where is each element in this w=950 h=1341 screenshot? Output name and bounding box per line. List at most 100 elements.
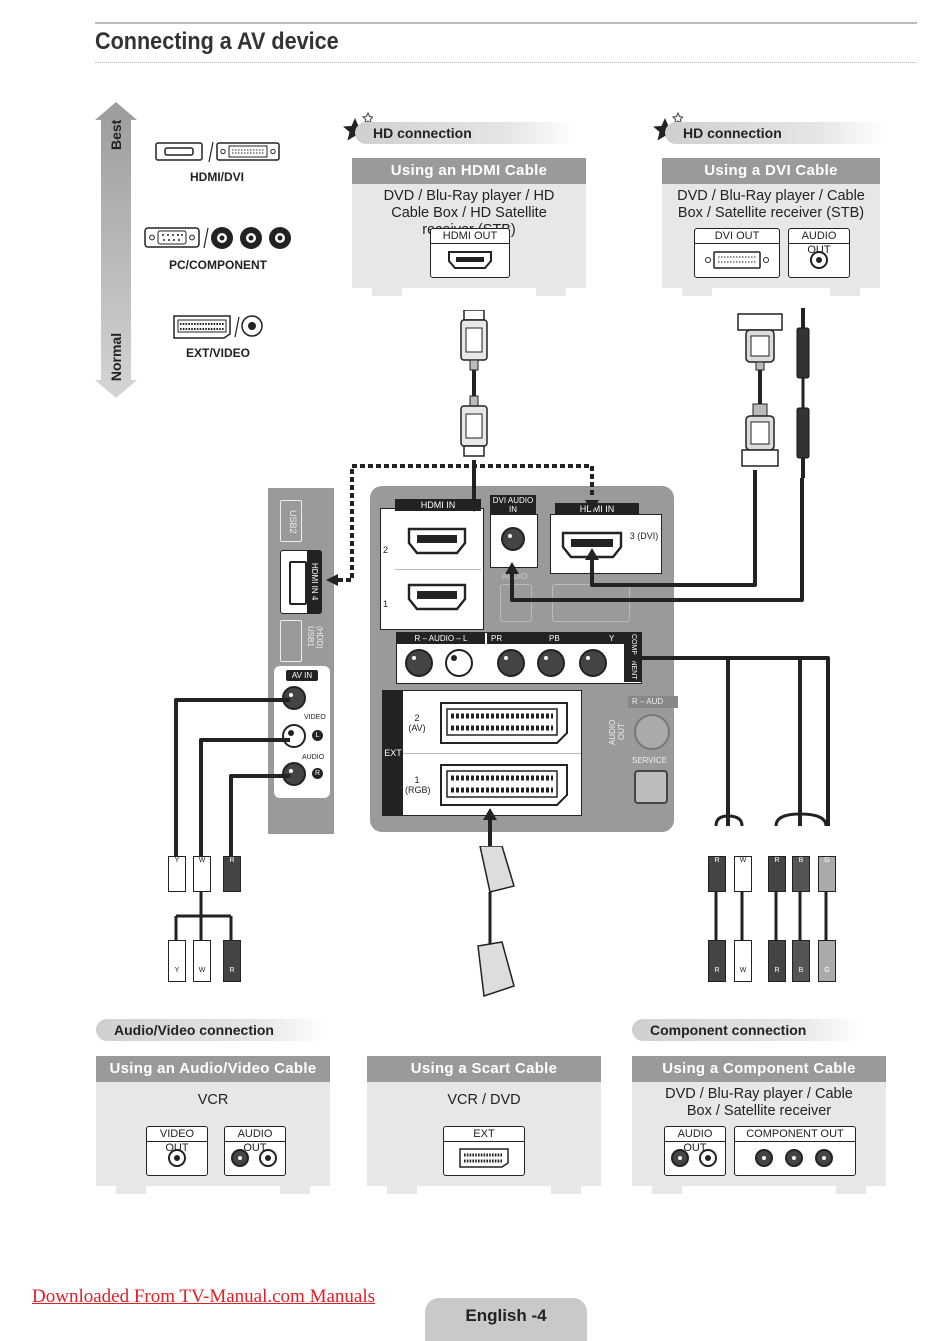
comp-y-jack [815, 1149, 833, 1167]
card-component-desc: DVD / Blu-Ray player / Cable Box / Satel… [665, 1086, 853, 1119]
page-title: Connecting a AV device [95, 28, 339, 55]
section-component: Component connection [632, 1019, 862, 1041]
comp-pr-jack [755, 1149, 773, 1167]
hdmi-in-right-label: HDMI IN [555, 503, 639, 515]
card-component: Using a Component Cable DVD / Blu-Ray pl… [632, 1056, 886, 1186]
video-out-label: VIDEO OUT [147, 1127, 207, 1154]
rca-plug-w: W [734, 856, 752, 892]
component-audio-block: R – AUDIO – L PR PB Y [396, 632, 642, 684]
card-scart-desc: VCR / DVD [447, 1092, 521, 1108]
hdmi3-label: 3 (DVI) [629, 531, 659, 541]
pr-label: PR [487, 633, 537, 644]
side-r-label: R [312, 768, 323, 779]
component-out-label: COMPONENT OUT [735, 1127, 855, 1142]
audio-lr-label: R – AUDIO – L [397, 633, 485, 644]
ext-video-icon [172, 312, 264, 345]
card-hdmi: Using an HDMI Cable DVD / Blu-Ray player… [352, 158, 586, 288]
card-av-desc: VCR [197, 1092, 229, 1108]
tv-rear-panel: HDMI IN 2 1 DVI AUDIO IN HDMI IN 3 (DVI)… [370, 486, 678, 832]
component-rca-plugs-bottom: R W R B G [706, 940, 846, 1000]
top-rule [95, 22, 917, 24]
rca-plug-r: R [768, 856, 786, 892]
card-hdmi-title: Using an HDMI Cable [352, 158, 586, 184]
av-in-block: AV IN VIDEO L AUDIO R [274, 666, 330, 798]
side-l-label: L [312, 730, 323, 741]
rca-plug-g: G [818, 856, 836, 892]
side-video-label: VIDEO [304, 714, 326, 721]
legend-ext-video-label: EXT/VIDEO [185, 346, 250, 360]
legend-pc-component-label: PC/COMPONENT [168, 258, 267, 272]
r-aud-label: R – AUD [628, 696, 678, 708]
hdmi3-port-icon [561, 531, 623, 559]
scart1-port-icon [440, 764, 568, 806]
ext2-label: 2 (AV) [408, 713, 426, 733]
usb1-port [280, 620, 302, 662]
pb-jack [537, 649, 565, 677]
section-hd-left: HD connection [355, 122, 575, 144]
hdmi1-port-icon [407, 583, 467, 611]
usb2-port [280, 500, 302, 542]
pr-jack [497, 649, 525, 677]
card-component-feet [652, 1186, 866, 1194]
rca-plug-r: R [708, 940, 726, 982]
card-dvi-desc: DVD / Blu-Ray player / Cable Box / Satel… [677, 188, 865, 221]
scart-block: EXT 2 (AV) 1 (RGB) [382, 690, 582, 816]
footer-download-link[interactable]: Downloaded From TV-Manual.com Manuals [32, 1286, 376, 1307]
video-out-jack [168, 1149, 186, 1167]
card-scart-title: Using a Scart Cable [367, 1056, 601, 1082]
hdmi-out-port: HDMI OUT [430, 228, 510, 278]
av-audio-out-label: AUDIO OUT [225, 1127, 285, 1154]
audio-r-in-jack [405, 649, 433, 677]
side-hdmi4-label: HDMI IN 4 [307, 551, 321, 613]
audio-mini-cable-icon [792, 308, 814, 483]
card-dvi: Using a DVI Cable DVD / Blu-Ray player /… [662, 158, 880, 288]
page-number-tab: English -4 [425, 1298, 587, 1341]
scart-cable-icon [460, 845, 524, 1011]
card-hdmi-feet [372, 288, 566, 296]
card-dvi-feet [682, 288, 860, 296]
card-scart-feet [387, 1186, 581, 1194]
ext-out-port: EXT [443, 1126, 525, 1176]
video-out-port: VIDEO OUT [146, 1126, 208, 1176]
rca-plug-w: W [734, 940, 752, 982]
rca-plug-w: W [193, 856, 211, 892]
section-hd-right: HD connection [665, 122, 885, 144]
title-underline [95, 62, 917, 63]
hdmi-dvi-icon [155, 140, 283, 169]
hdmi-in-2-1-block: HDMI IN 2 1 [380, 499, 484, 630]
audio-l-jack [282, 724, 306, 748]
dvi-out-port: DVI OUT [694, 228, 780, 278]
rca-plug-r: R [223, 940, 241, 982]
comp-pb-jack [785, 1149, 803, 1167]
comp-audio-r-jack [671, 1149, 689, 1167]
hdmi2-num: 2 [383, 545, 389, 555]
scart2-port-icon [440, 702, 568, 744]
dvi-audio-in-label: DVI AUDIO IN [490, 495, 536, 515]
rca-plug-r: R [708, 856, 726, 892]
dvi-cable-icon [736, 312, 786, 477]
rca-plug-r: R [223, 856, 241, 892]
card-av-feet [116, 1186, 310, 1194]
dvi-audio-in-jack [501, 527, 525, 551]
comp-audio-l-jack [699, 1149, 717, 1167]
ext-out-label: EXT [444, 1127, 524, 1142]
av-audio-out-port: AUDIO OUT [224, 1126, 286, 1176]
card-scart: Using a Scart Cable VCR / DVD EXT [367, 1056, 601, 1186]
component-rca-plugs-top: R W R B G [706, 856, 846, 896]
rca-plug-w: W [193, 940, 211, 982]
dvi-audio-out-port: AUDIO OUT [788, 228, 850, 278]
av-rca-plugs-top: Y W R [166, 856, 246, 896]
card-av-title: Using an Audio/Video Cable [96, 1056, 330, 1082]
hdmi-in-left-label: HDMI IN [395, 499, 481, 511]
hdmi2-port-icon [407, 527, 467, 555]
dvi-out-label: DVI OUT [695, 229, 779, 244]
side-audio-label: AUDIO [302, 754, 325, 761]
quality-scale-arrow [95, 102, 137, 398]
card-av: Using an Audio/Video Cable VCR VIDEO OUT… [96, 1056, 330, 1186]
hdmi1-num: 1 [383, 599, 389, 609]
dvi-audio-in-block: DVI AUDIO IN [490, 495, 538, 568]
hdmi-out-label: HDMI OUT [431, 229, 509, 244]
audio-out-jack [634, 714, 670, 750]
y-label: Y [587, 633, 641, 644]
